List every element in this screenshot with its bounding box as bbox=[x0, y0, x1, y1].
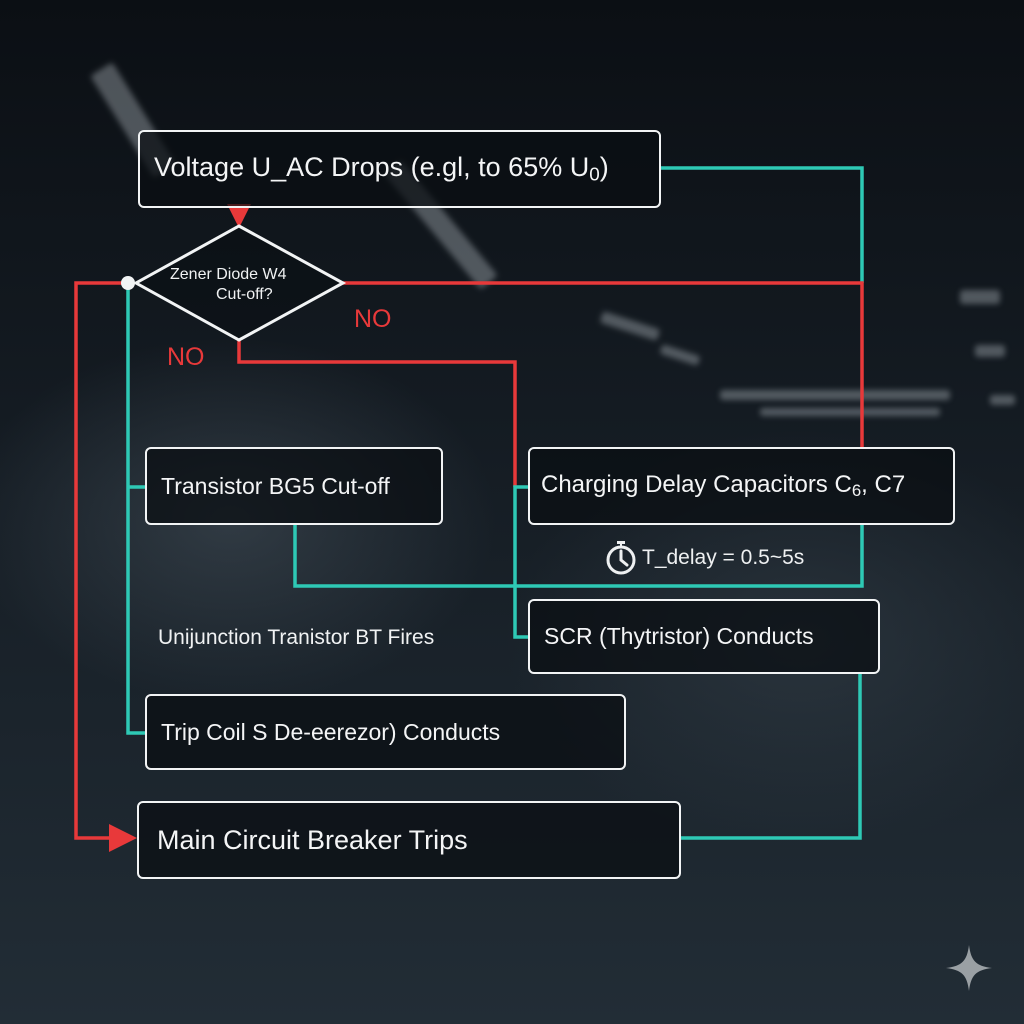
stopwatch-icon bbox=[606, 541, 636, 575]
sparkle-icon bbox=[946, 945, 992, 991]
junction-dot bbox=[121, 276, 135, 290]
node-breaker-trips-label: Main Circuit Breaker Trips bbox=[157, 824, 468, 855]
wire-bg5-to-charging bbox=[293, 524, 864, 588]
wire-voltage-to-right bbox=[660, 166, 864, 283]
node-charging-caps-label: Charging Delay Capacitors C6, C7 bbox=[541, 470, 906, 501]
node-trip-coil-label: Trip Coil S De-eerezor) Conducts bbox=[161, 718, 501, 745]
zener-decision-diamond bbox=[132, 224, 347, 342]
node-scr-conducts: SCR (Thytristor) Conducts bbox=[528, 599, 880, 674]
node-scr-conducts-label: SCR (Thytristor) Conducts bbox=[544, 623, 814, 649]
wire-zener-no-right bbox=[343, 281, 864, 447]
branch-label-no-right: NO bbox=[354, 305, 392, 333]
node-charging-caps: Charging Delay Capacitors C6, C7 bbox=[528, 447, 955, 525]
node-ujt-fires: Unijunction Tranistor BT Fires bbox=[158, 626, 435, 649]
wire-charging-to-scr bbox=[513, 485, 528, 639]
wire-zener-no-left bbox=[74, 281, 137, 852]
node-voltage-drop-label: Voltage U_AC Drops (e.gl, to 65% U0) bbox=[154, 151, 609, 186]
node-transistor-bg5-label: Transistor BG5 Cut-off bbox=[161, 472, 390, 499]
node-transistor-bg5: Transistor BG5 Cut-off bbox=[145, 447, 443, 525]
node-voltage-drop: Voltage U_AC Drops (e.gl, to 65% U0) bbox=[138, 130, 661, 208]
zener-decision-label: Zener Diode W4 Cut-off? bbox=[170, 266, 287, 303]
node-trip-coil: Trip Coil S De-eerezor) Conducts bbox=[145, 694, 626, 770]
wire-scr-to-breaker bbox=[680, 673, 862, 840]
wire-zener-bottom bbox=[237, 340, 517, 487]
node-breaker-trips: Main Circuit Breaker Trips bbox=[137, 801, 681, 879]
wire-left-bus bbox=[126, 283, 146, 735]
timer-annotation: T_delay = 0.5~5s bbox=[604, 540, 804, 576]
timer-label: T_delay = 0.5~5s bbox=[642, 546, 805, 569]
branch-label-no-left: NO bbox=[167, 343, 205, 371]
